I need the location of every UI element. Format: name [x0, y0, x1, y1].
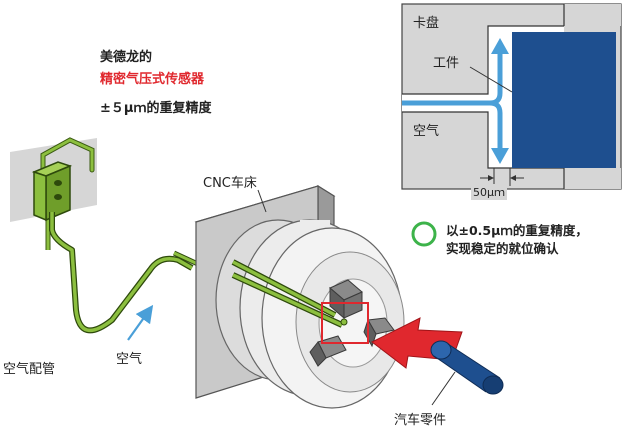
- chuck-air-channel: [231, 259, 348, 328]
- part-leader-line: [431, 371, 456, 406]
- detail-focus-box: [321, 302, 369, 344]
- heading-brand: 美德龙的: [100, 50, 153, 65]
- result-line-1: 以±0.5μｍ的重复精度，: [446, 223, 588, 238]
- heading-product: 精密气压式传感器: [100, 72, 205, 87]
- chuck-jaws: [309, 279, 395, 367]
- detail-workpiece: [512, 32, 616, 168]
- air-gauge-sensor: [31, 161, 73, 222]
- workpiece-label: 汽车零件: [394, 413, 447, 428]
- ok-circle-icon: [411, 221, 437, 247]
- detail-cross-section: [401, 3, 622, 190]
- air-pipe: [49, 212, 202, 334]
- machine-leader-line: [257, 189, 267, 213]
- air-flow-label: 空气: [116, 352, 143, 367]
- detail-work-label: 工件: [433, 56, 460, 71]
- automotive-part: [430, 340, 504, 395]
- air-pipe-label: 空气配管: [3, 362, 56, 377]
- machine-label: CNC车床: [203, 176, 257, 191]
- detail-air-label: 空气: [413, 124, 440, 139]
- heading-accuracy: ±５μｍ的重复精度: [100, 101, 212, 116]
- result-line-2: 实现稳定的就位确认: [446, 241, 559, 256]
- detail-chuck-label: 卡盘: [413, 16, 440, 31]
- air-flow-arrow: [127, 304, 154, 341]
- detail-gap-label: 50μｍ: [471, 184, 507, 200]
